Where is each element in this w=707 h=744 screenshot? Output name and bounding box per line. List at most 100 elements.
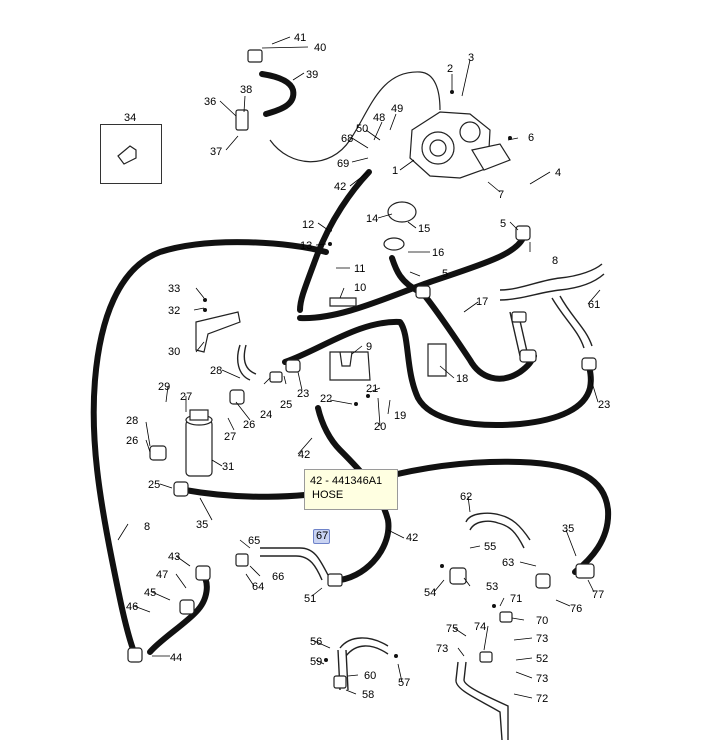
pipe-61[interactable] [499, 263, 605, 301]
fitting-23c[interactable] [581, 357, 597, 371]
callout-8-right[interactable]: 8 [552, 255, 558, 267]
callout-73-b[interactable]: 73 [436, 643, 448, 655]
hose-42-upper[interactable] [297, 169, 372, 313]
pipe-51[interactable] [260, 547, 329, 581]
callout-63[interactable]: 63 [502, 557, 514, 569]
callout-40[interactable]: 40 [314, 42, 326, 54]
callout-31[interactable]: 31 [222, 461, 234, 473]
bracket-6[interactable] [471, 143, 511, 171]
callout-37[interactable]: 37 [210, 146, 222, 158]
callout-23-left[interactable]: 23 [297, 388, 309, 400]
fitting-45[interactable] [179, 599, 195, 615]
callout-12[interactable]: 12 [302, 219, 314, 231]
bracket-18[interactable] [427, 343, 447, 377]
fitting-58[interactable] [333, 675, 347, 689]
fitting-76[interactable] [535, 573, 551, 589]
callout-15[interactable]: 15 [418, 223, 430, 235]
callout-71[interactable]: 71 [510, 593, 522, 605]
callout-46[interactable]: 46 [126, 601, 138, 613]
callout-54[interactable]: 54 [424, 587, 436, 599]
callout-38[interactable]: 38 [240, 84, 252, 96]
pipe-56[interactable] [337, 637, 389, 691]
fitting-64[interactable] [235, 553, 249, 567]
callout-35-right[interactable]: 35 [562, 523, 574, 535]
callout-30[interactable]: 30 [168, 346, 180, 358]
callout-58[interactable]: 58 [362, 689, 374, 701]
callout-5-mid[interactable]: 5 [442, 268, 448, 280]
callout-76[interactable]: 76 [570, 603, 582, 615]
callout-26-right[interactable]: 26 [243, 419, 255, 431]
receiver-drier[interactable] [185, 409, 213, 477]
callout-9[interactable]: 9 [366, 341, 372, 353]
callout-29[interactable]: 29 [158, 381, 170, 393]
callout-56[interactable]: 56 [310, 636, 322, 648]
callout-59[interactable]: 59 [310, 656, 322, 668]
callout-21[interactable]: 21 [366, 383, 378, 395]
fitting-5[interactable] [515, 225, 531, 241]
callout-72[interactable]: 72 [536, 693, 548, 705]
callout-39[interactable]: 39 [306, 69, 318, 81]
fitting-61[interactable] [511, 311, 527, 323]
fitting-43[interactable] [195, 565, 211, 581]
callout-77[interactable]: 77 [592, 589, 604, 601]
clamp-9[interactable] [329, 351, 371, 381]
callout-18[interactable]: 18 [456, 373, 468, 385]
callout-13[interactable]: 13 [300, 240, 312, 252]
fitting-26[interactable] [149, 445, 167, 461]
callout-67-highlighted[interactable]: 67 [313, 529, 330, 544]
pipe-62[interactable] [465, 512, 531, 549]
callout-62[interactable]: 62 [460, 491, 472, 503]
hose-35[interactable] [182, 458, 612, 575]
callout-10[interactable]: 10 [354, 282, 366, 294]
callout-48[interactable]: 48 [373, 112, 385, 124]
callout-19[interactable]: 19 [394, 410, 406, 422]
callout-2[interactable]: 2 [447, 63, 453, 75]
callout-65[interactable]: 65 [248, 535, 260, 547]
fitting-51[interactable] [327, 573, 343, 587]
callout-7[interactable]: 7 [498, 189, 504, 201]
callout-61[interactable]: 61 [588, 299, 600, 311]
callout-26-left[interactable]: 26 [126, 435, 138, 447]
callout-16[interactable]: 16 [432, 247, 444, 259]
fitting-27[interactable] [229, 389, 245, 405]
callout-20[interactable]: 20 [374, 421, 386, 433]
callout-27-top[interactable]: 27 [180, 391, 192, 403]
fitting-44[interactable] [127, 647, 143, 663]
callout-68[interactable]: 68 [341, 133, 353, 145]
callout-17[interactable]: 17 [476, 296, 488, 308]
callout-43[interactable]: 43 [168, 551, 180, 563]
callout-69[interactable]: 69 [337, 158, 349, 170]
callout-23-right[interactable]: 23 [598, 399, 610, 411]
fitting-17[interactable] [415, 285, 431, 299]
compressor[interactable] [409, 111, 491, 179]
callout-60[interactable]: 60 [364, 670, 376, 682]
callout-55[interactable]: 55 [484, 541, 496, 553]
callout-73-c[interactable]: 73 [536, 673, 548, 685]
callout-75[interactable]: 75 [446, 623, 458, 635]
fitting-40[interactable] [247, 49, 263, 63]
callout-6[interactable]: 6 [528, 132, 534, 144]
callout-42-bottom[interactable]: 42 [406, 532, 418, 544]
hose-17[interactable] [422, 293, 537, 382]
callout-33[interactable]: 33 [168, 283, 180, 295]
callout-44[interactable]: 44 [170, 652, 182, 664]
callout-49[interactable]: 49 [391, 103, 403, 115]
callout-36[interactable]: 36 [204, 96, 216, 108]
callout-42-mid[interactable]: 42 [298, 449, 310, 461]
pipe-72[interactable] [455, 661, 509, 741]
fitting-38[interactable] [235, 109, 249, 131]
hose-8-right[interactable] [297, 235, 526, 322]
fitting-70[interactable] [499, 611, 513, 623]
callout-52[interactable]: 52 [536, 653, 548, 665]
callout-5-top[interactable]: 5 [500, 218, 506, 230]
callout-70[interactable]: 70 [536, 615, 548, 627]
callout-25-mid[interactable]: 25 [280, 399, 292, 411]
callout-42-top[interactable]: 42 [334, 181, 346, 193]
callout-24[interactable]: 24 [260, 409, 272, 421]
hose-8-left[interactable] [90, 239, 329, 655]
hose-23[interactable] [282, 318, 594, 428]
hose-39[interactable] [259, 71, 297, 117]
callout-11[interactable]: 11 [354, 263, 365, 275]
fitting-74[interactable] [479, 651, 493, 663]
callout-74[interactable]: 74 [474, 621, 486, 633]
